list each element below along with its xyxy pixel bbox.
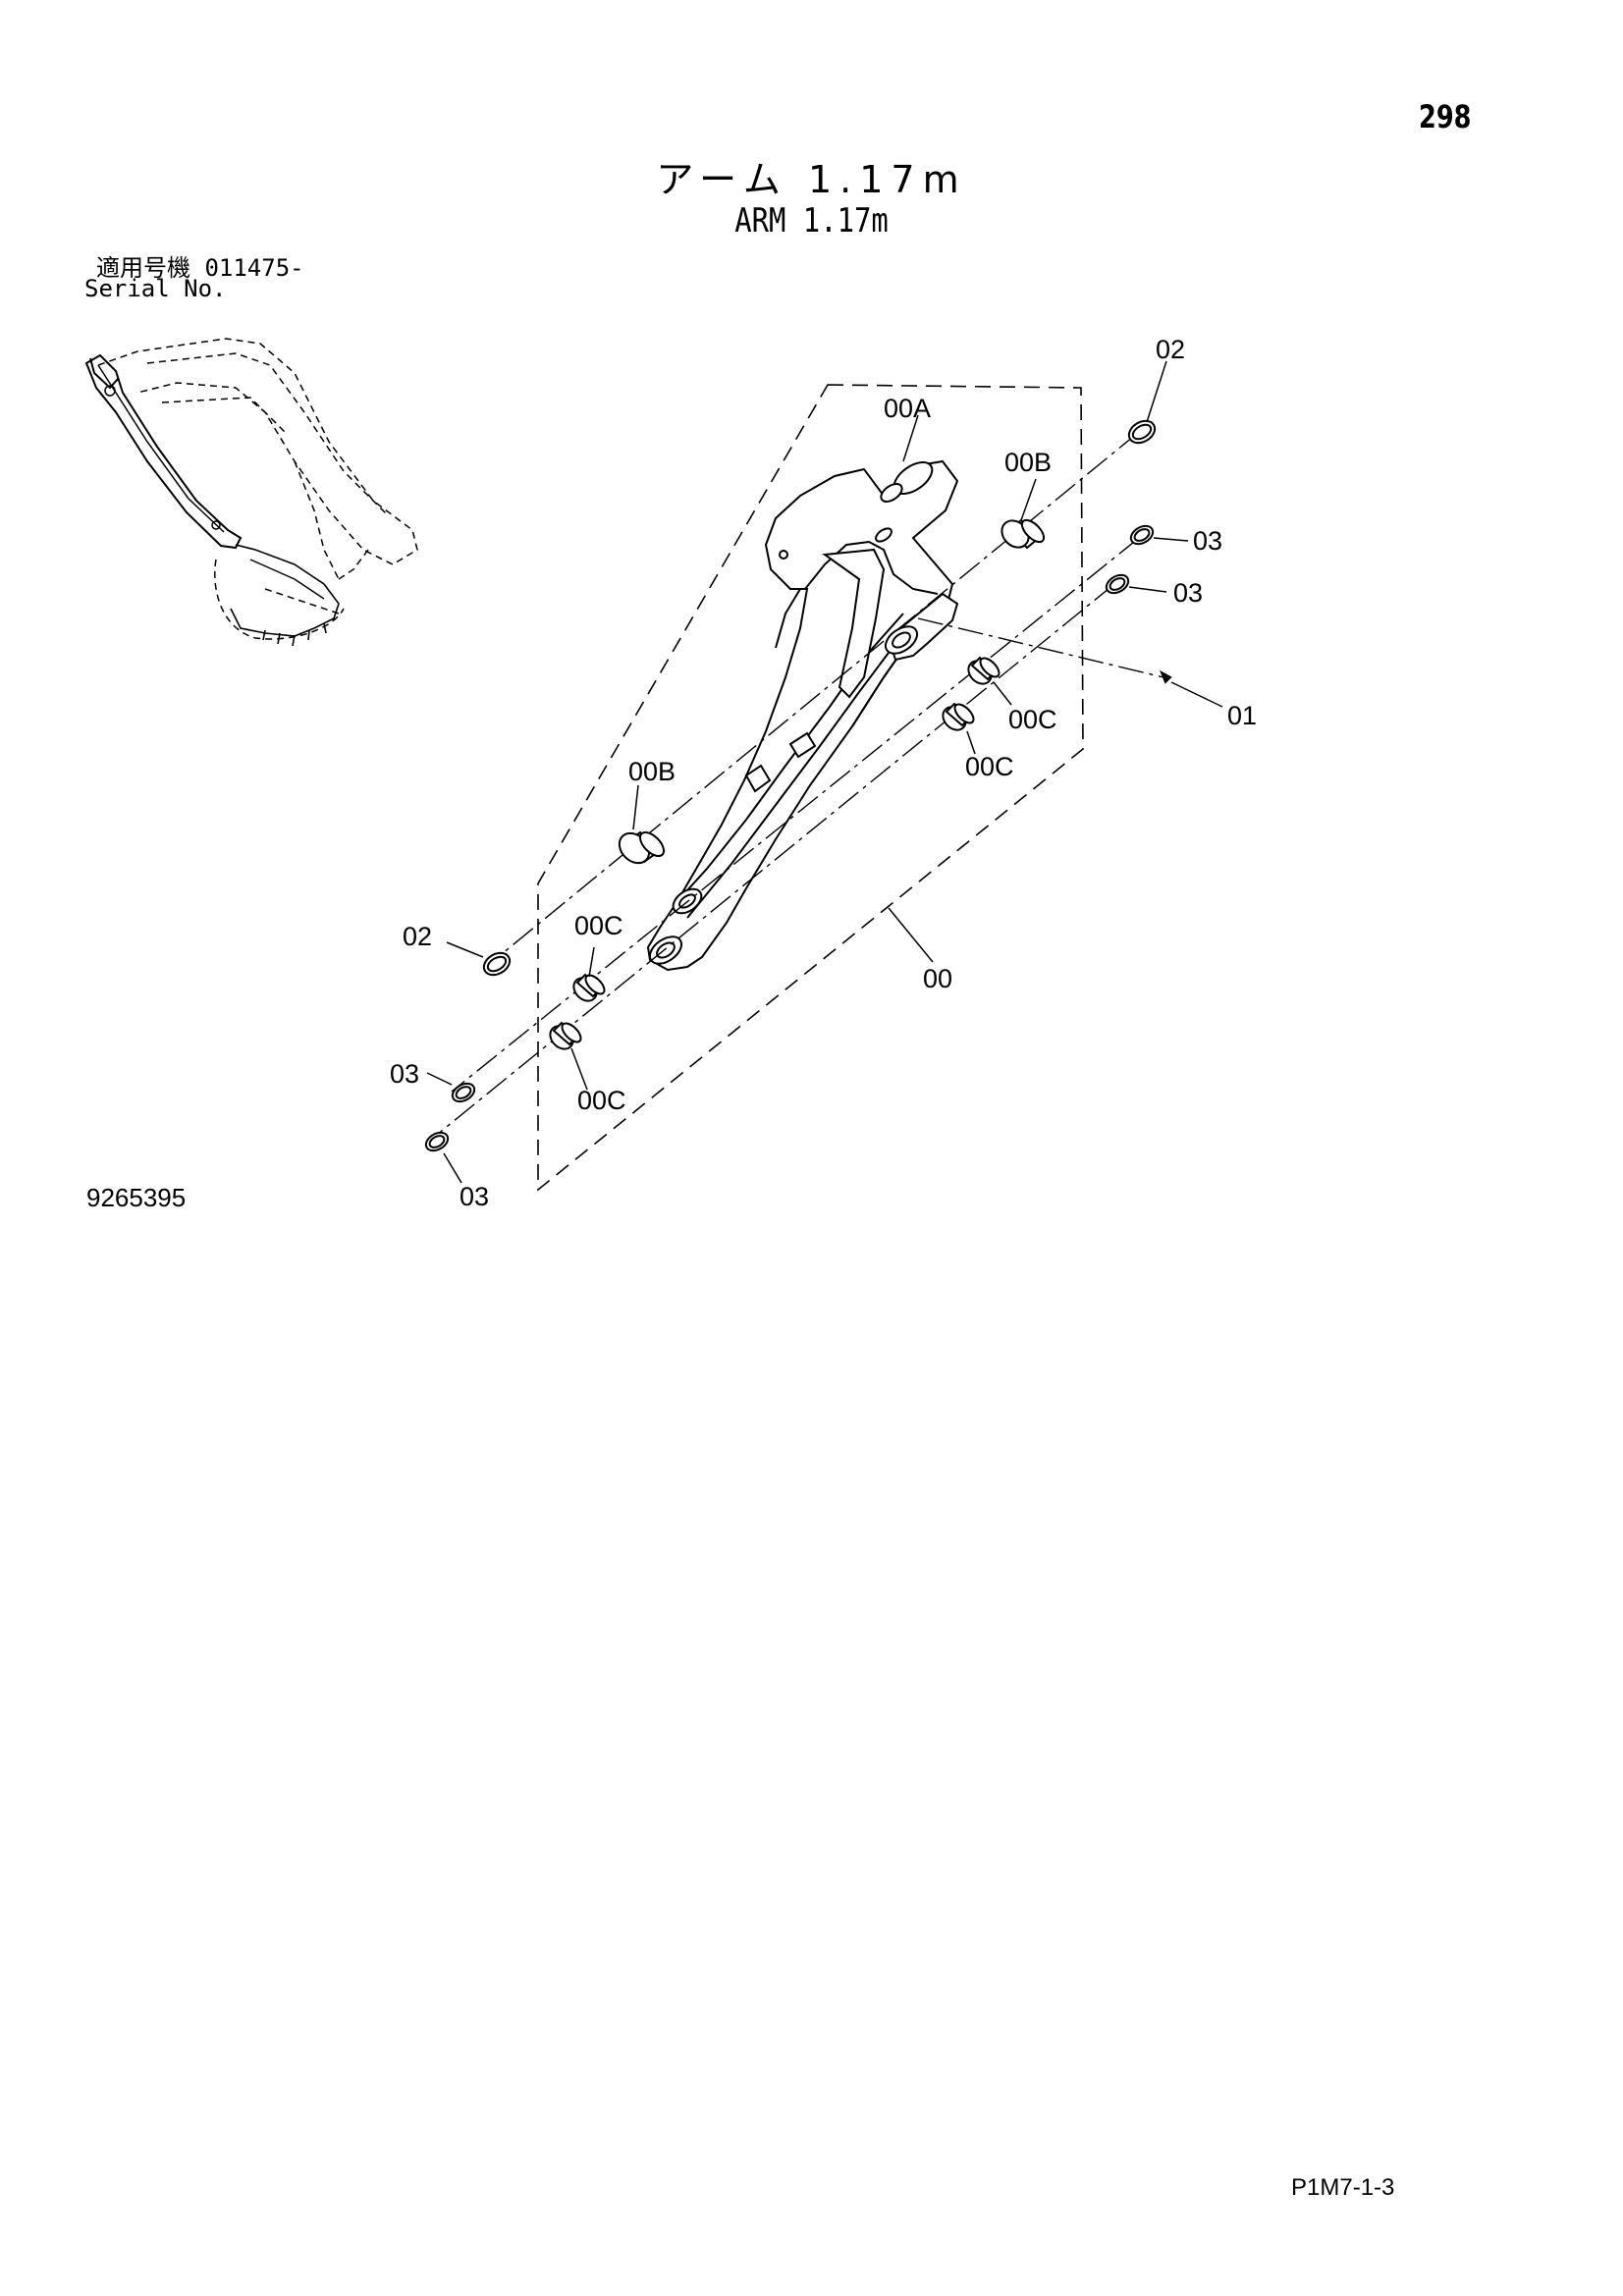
- excavator-overview-thumbnail: [84, 338, 418, 647]
- figure-number: 9265395: [86, 1183, 187, 1212]
- ring-03-a: [1129, 524, 1155, 546]
- callout-00C-d: 00C: [577, 1086, 626, 1115]
- callout-00A: 00A: [884, 394, 931, 423]
- bushing-00C-c: [572, 973, 606, 1002]
- serial-label-japanese: 適用号機 011475-: [96, 254, 304, 282]
- bushing-00B-top: [1001, 518, 1046, 550]
- ring-02-left: [482, 951, 512, 977]
- leader-lines: [426, 360, 1223, 1184]
- ring-03-d: [424, 1131, 450, 1152]
- bushing-00C-d: [549, 1021, 582, 1050]
- callout-02-top: 02: [1156, 335, 1185, 364]
- callout-02-left: 02: [403, 922, 432, 951]
- title-english: ARM 1.17m: [734, 201, 889, 240]
- bushing-00B-left: [618, 830, 666, 865]
- callout-03-d: 03: [460, 1182, 489, 1211]
- pin-01: [1160, 669, 1172, 684]
- ring-03-c: [451, 1082, 476, 1103]
- title-japanese: アーム 1.17m: [656, 158, 967, 201]
- parts: [424, 419, 1172, 1152]
- assembly-boundary: [537, 384, 1084, 1192]
- callout-03-b: 03: [1173, 578, 1203, 608]
- arm-body: [646, 459, 959, 972]
- callout-00C-b: 00C: [965, 752, 1014, 781]
- callout-labels: 02 00A 00B 03 03 01 00C 00C 00B 02 00C 0…: [390, 335, 1257, 1211]
- callout-03-c: 03: [390, 1059, 419, 1089]
- bushing-00C-a: [967, 656, 1001, 685]
- reference-code: P1M7-1-3: [1291, 2174, 1395, 2201]
- callout-01: 01: [1227, 701, 1257, 730]
- callout-00C-a: 00C: [1008, 705, 1057, 734]
- callout-00B-left: 00B: [628, 757, 676, 786]
- ring-03-b: [1105, 573, 1130, 595]
- serial-label-english: Serial No.: [84, 275, 227, 302]
- callout-03-a: 03: [1193, 526, 1222, 556]
- ring-02-top: [1127, 419, 1157, 445]
- callout-00B-top: 00B: [1004, 448, 1052, 477]
- callout-00: 00: [923, 964, 952, 993]
- callout-00C-c: 00C: [574, 911, 623, 940]
- page-number: 298: [1419, 98, 1472, 135]
- bushing-00C-b: [942, 702, 975, 731]
